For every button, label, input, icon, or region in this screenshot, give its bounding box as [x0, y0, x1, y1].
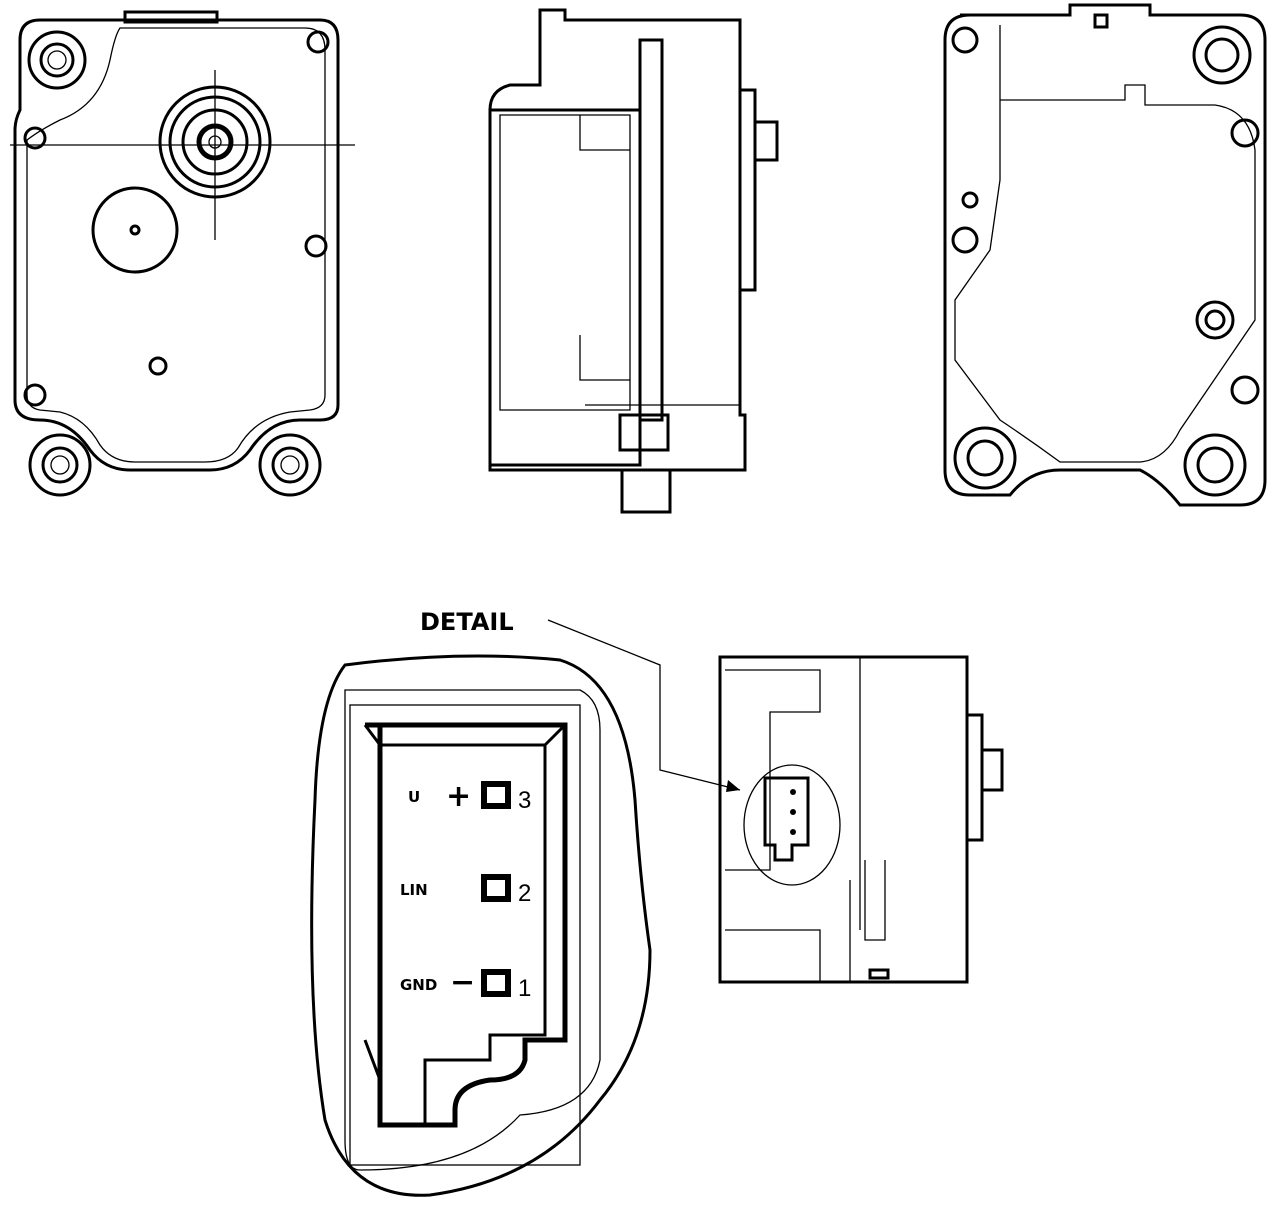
plus-symbol: + [446, 779, 471, 814]
pin-1-label: GND [400, 976, 437, 994]
connector-detail: U + 3 LIN 2 GND − 1 [310, 654, 652, 1197]
back-hole-bl [953, 426, 1017, 490]
front-view [10, 10, 355, 497]
detail-label: DETAIL [420, 608, 514, 636]
pin-1-number: 1 [518, 975, 531, 1002]
pin-3: U + 3 [408, 779, 531, 814]
back-view [943, 3, 1267, 507]
back-hole-br [1183, 433, 1247, 497]
mount-hole-br [258, 433, 322, 497]
detail-leader-line [547, 619, 741, 791]
pin-3-label: U [408, 788, 420, 806]
mount-hole-tl [27, 30, 87, 90]
detail-side-view [718, 655, 1004, 984]
pin-1: GND − 1 [400, 965, 531, 1002]
back-hole-tr [1192, 25, 1252, 85]
pin-2: LIN 2 [400, 874, 531, 907]
minus-symbol: − [450, 965, 475, 1000]
pin-3-number: 3 [518, 787, 531, 814]
pin-2-label: LIN [400, 881, 428, 899]
pin-2-number: 2 [518, 880, 531, 907]
side-view [488, 8, 779, 514]
mount-hole-bl [28, 433, 92, 497]
detail-arrow [726, 780, 740, 792]
